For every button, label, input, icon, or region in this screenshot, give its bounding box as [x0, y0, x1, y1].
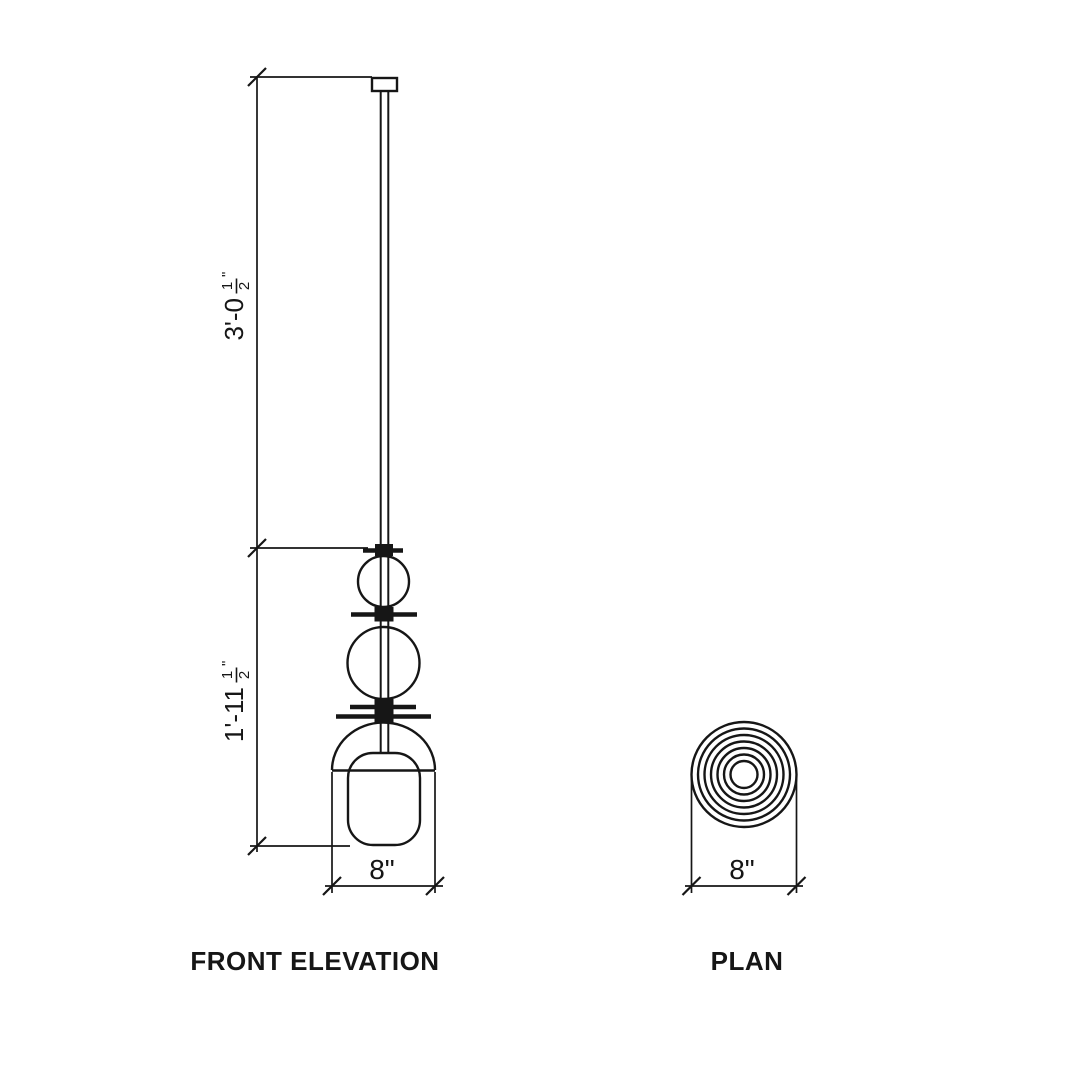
dim-frac-numerator: 1: [219, 282, 236, 290]
pendant-fixture: [330, 76, 437, 847]
front-elevation-view: 3'-0 1 2 " 1'-11 1 2 ": [190, 67, 445, 976]
middle-disc-hub: [374, 607, 394, 622]
fixture-height-dimension-text: 1'-11 1 2 ": [219, 661, 253, 742]
plan-ring: [716, 746, 772, 803]
dim-feet-text: 3'-0: [219, 298, 249, 341]
plan-ring: [722, 753, 766, 796]
lower-hub: [374, 699, 394, 723]
plan-label: PLAN: [711, 946, 784, 976]
elevation-width-dimension: 8": [322, 772, 445, 896]
height-dimension-chain: 3'-0 1 2 " 1'-11 1 2 ": [219, 67, 372, 856]
front-elevation-label: FRONT ELEVATION: [190, 946, 439, 976]
plan-ring: [703, 733, 785, 816]
dim-frac-denominator: 2: [236, 671, 253, 679]
dim-inch-mark: ": [219, 272, 236, 277]
drop-length-dimension-text: 3'-0 1 2 ": [219, 272, 253, 341]
width-dimension-text: 8": [729, 854, 755, 885]
dim-inch-mark: ": [219, 661, 236, 666]
dim-tick: [247, 67, 267, 87]
top-disc-hub: [375, 544, 393, 556]
dim-tick: [681, 876, 702, 896]
plan-view: 8" PLAN: [681, 720, 807, 976]
plan-width-dimension: 8": [681, 776, 807, 896]
plan-ring: [696, 727, 792, 822]
large-glass-sphere: [346, 625, 421, 701]
dim-tick: [322, 876, 342, 896]
dim-tick: [247, 836, 267, 856]
plan-ring-outer: [690, 720, 798, 829]
ceiling-canopy: [370, 76, 399, 93]
dim-tick: [247, 538, 267, 558]
plan-ring: [709, 740, 779, 809]
dim-tick: [786, 876, 807, 896]
dome-shade: [330, 721, 437, 771]
dim-frac-denominator: 2: [236, 282, 253, 290]
small-glass-sphere: [356, 554, 411, 609]
dim-tick: [425, 876, 445, 896]
plan-ring-inner: [729, 759, 759, 790]
dim-frac-numerator: 1: [219, 671, 236, 679]
glass-diffuser: [346, 751, 422, 847]
width-dimension-text: 8": [369, 854, 395, 885]
concentric-shade-rings: [690, 720, 798, 829]
dim-feet-text: 1'-11: [219, 687, 249, 742]
